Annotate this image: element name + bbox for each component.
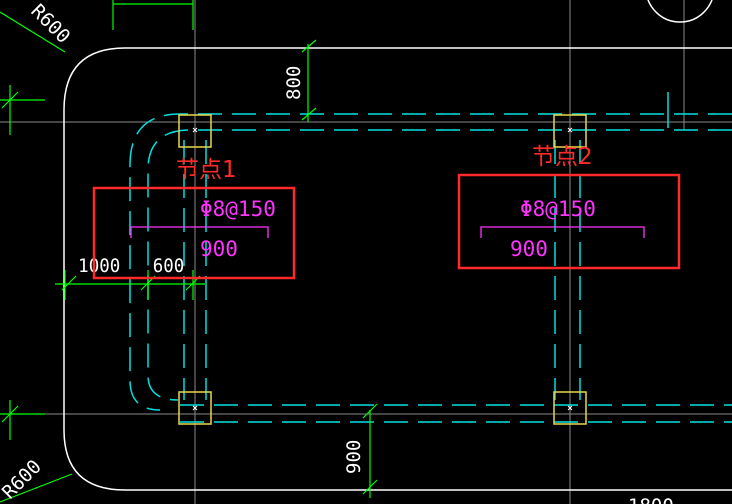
rebar-top-inner xyxy=(147,129,732,401)
node-1-label: 节点1 xyxy=(176,157,237,183)
node-2-rebar-spec: Φ8@150 xyxy=(520,197,596,221)
node-2-label: 节点2 xyxy=(532,144,593,170)
column-top-left xyxy=(178,114,212,148)
dimension-lines xyxy=(0,0,378,503)
rebar-top-outer xyxy=(129,113,732,411)
dimension-top: 800 xyxy=(283,66,305,100)
grid-bubble xyxy=(647,0,713,23)
dimension-radius-bottom: R600 xyxy=(0,456,46,504)
node-2-length: 900 xyxy=(510,237,548,261)
column-bottom-left xyxy=(178,391,212,425)
node-1-span-bracket xyxy=(130,226,269,238)
column-top-right xyxy=(553,114,587,148)
node-2-span-bracket xyxy=(480,226,645,238)
dimension-bottom-right-partial: 1800 xyxy=(628,495,674,504)
column-bottom-right xyxy=(553,391,587,425)
column-center-marks xyxy=(192,127,573,411)
node-1-annotation[interactable]: 节点1 Φ8@150 900 xyxy=(92,157,296,280)
node-2-highlight-box xyxy=(457,173,681,270)
dimension-radius-top: R600 xyxy=(26,0,74,48)
dimension-left-outer: 1000 xyxy=(78,255,120,277)
dimension-left-inner: 600 xyxy=(153,255,185,277)
dimension-bottom: 900 xyxy=(343,440,365,474)
node-1-rebar-spec: Φ8@150 xyxy=(200,197,276,221)
node-1-highlight-box xyxy=(92,186,296,280)
node-1-length: 900 xyxy=(200,237,238,261)
node-2-annotation[interactable]: 节点2 Φ8@150 900 xyxy=(457,144,681,270)
slab-outline xyxy=(63,47,732,491)
rebar-lines xyxy=(129,113,732,423)
columns xyxy=(178,114,587,425)
